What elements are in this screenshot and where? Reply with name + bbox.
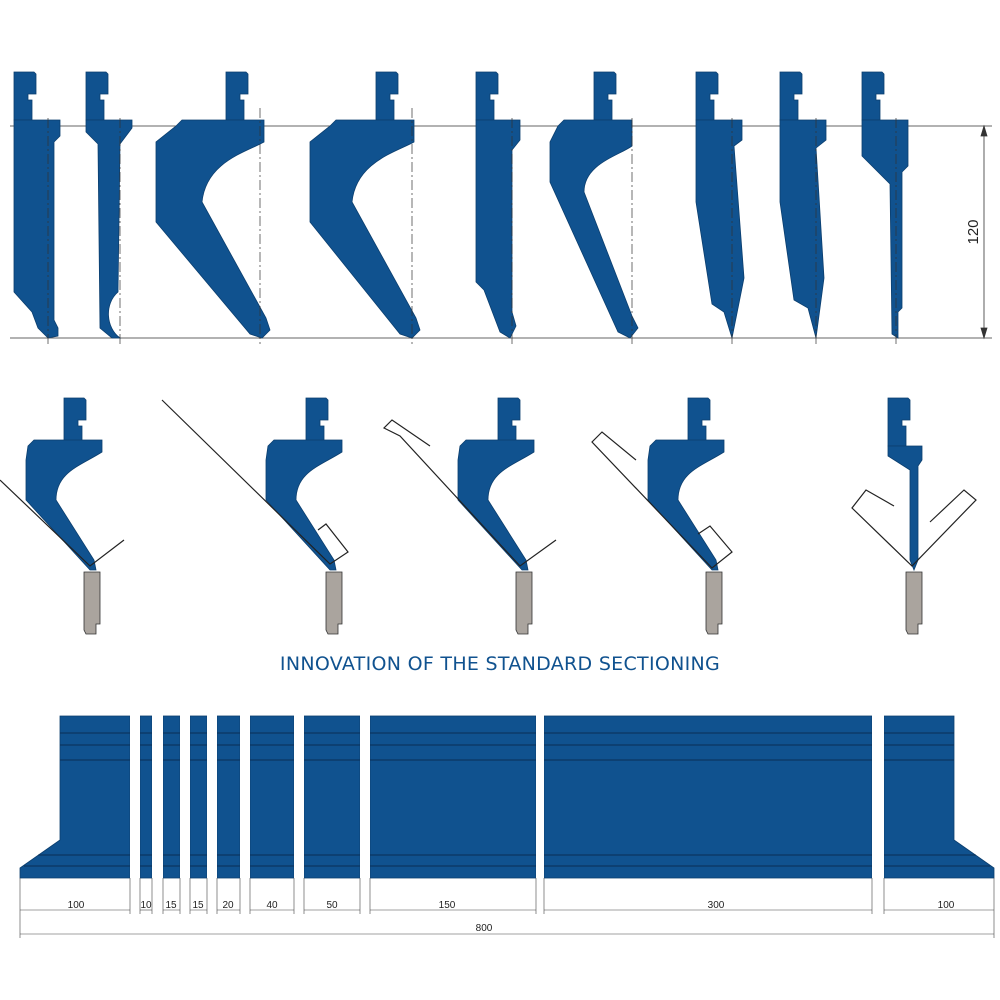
bending-example xyxy=(0,397,125,635)
bending-example xyxy=(851,397,977,635)
dimension-extensions xyxy=(19,878,995,938)
centerlines xyxy=(47,108,897,344)
punch-profile xyxy=(155,71,271,339)
sheet-metal xyxy=(0,479,125,567)
punch-section xyxy=(883,715,995,879)
punch-section xyxy=(162,715,181,879)
punch-sections xyxy=(19,715,995,879)
sheet-metal xyxy=(591,431,733,569)
punch-profile xyxy=(549,71,639,339)
punch-profile xyxy=(475,71,521,339)
punch-section xyxy=(543,715,873,879)
segment-label: 20 xyxy=(222,900,234,911)
segment-dimension-lines xyxy=(20,909,994,935)
punch-section xyxy=(249,715,295,879)
punch-section xyxy=(369,715,537,879)
punch-profile xyxy=(309,71,421,339)
sectioned-punch xyxy=(19,710,995,880)
bending-example xyxy=(161,397,349,635)
segment-label: 50 xyxy=(326,900,338,911)
punch-profiles xyxy=(13,71,909,339)
punch-profile xyxy=(695,71,745,339)
bending-example xyxy=(591,397,733,635)
total-length-label: 800 xyxy=(476,923,493,934)
sheet-metal xyxy=(161,399,349,565)
sheet-metal xyxy=(851,489,977,567)
punch-section xyxy=(19,715,131,879)
height-dimension xyxy=(980,124,988,340)
punch-profile xyxy=(85,71,133,339)
segment-label: 15 xyxy=(192,900,204,911)
punch-section xyxy=(189,715,208,879)
punch-section xyxy=(303,715,361,879)
segment-label: 100 xyxy=(938,900,955,911)
punch-profile xyxy=(13,71,61,339)
punch-section xyxy=(139,715,153,879)
bending-examples xyxy=(0,397,977,635)
segment-label: 10 xyxy=(140,900,152,911)
height-label: 120 xyxy=(965,219,982,244)
sheet-metal xyxy=(382,419,557,567)
bending-example xyxy=(382,397,557,635)
diagram-caption: INNOVATION OF THE STANDARD SECTIONING xyxy=(279,653,721,675)
punch-section xyxy=(216,715,241,879)
segment-labels: 100 10 15 15 20 40 50 150 300 100 800 xyxy=(68,900,955,934)
segment-label: 15 xyxy=(165,900,177,911)
segment-label: 300 xyxy=(708,900,725,911)
punch-profile xyxy=(779,71,827,339)
segment-label: 100 xyxy=(68,900,85,911)
punch-profile xyxy=(861,71,909,339)
segment-label: 150 xyxy=(439,900,456,911)
segment-label: 40 xyxy=(266,900,278,911)
